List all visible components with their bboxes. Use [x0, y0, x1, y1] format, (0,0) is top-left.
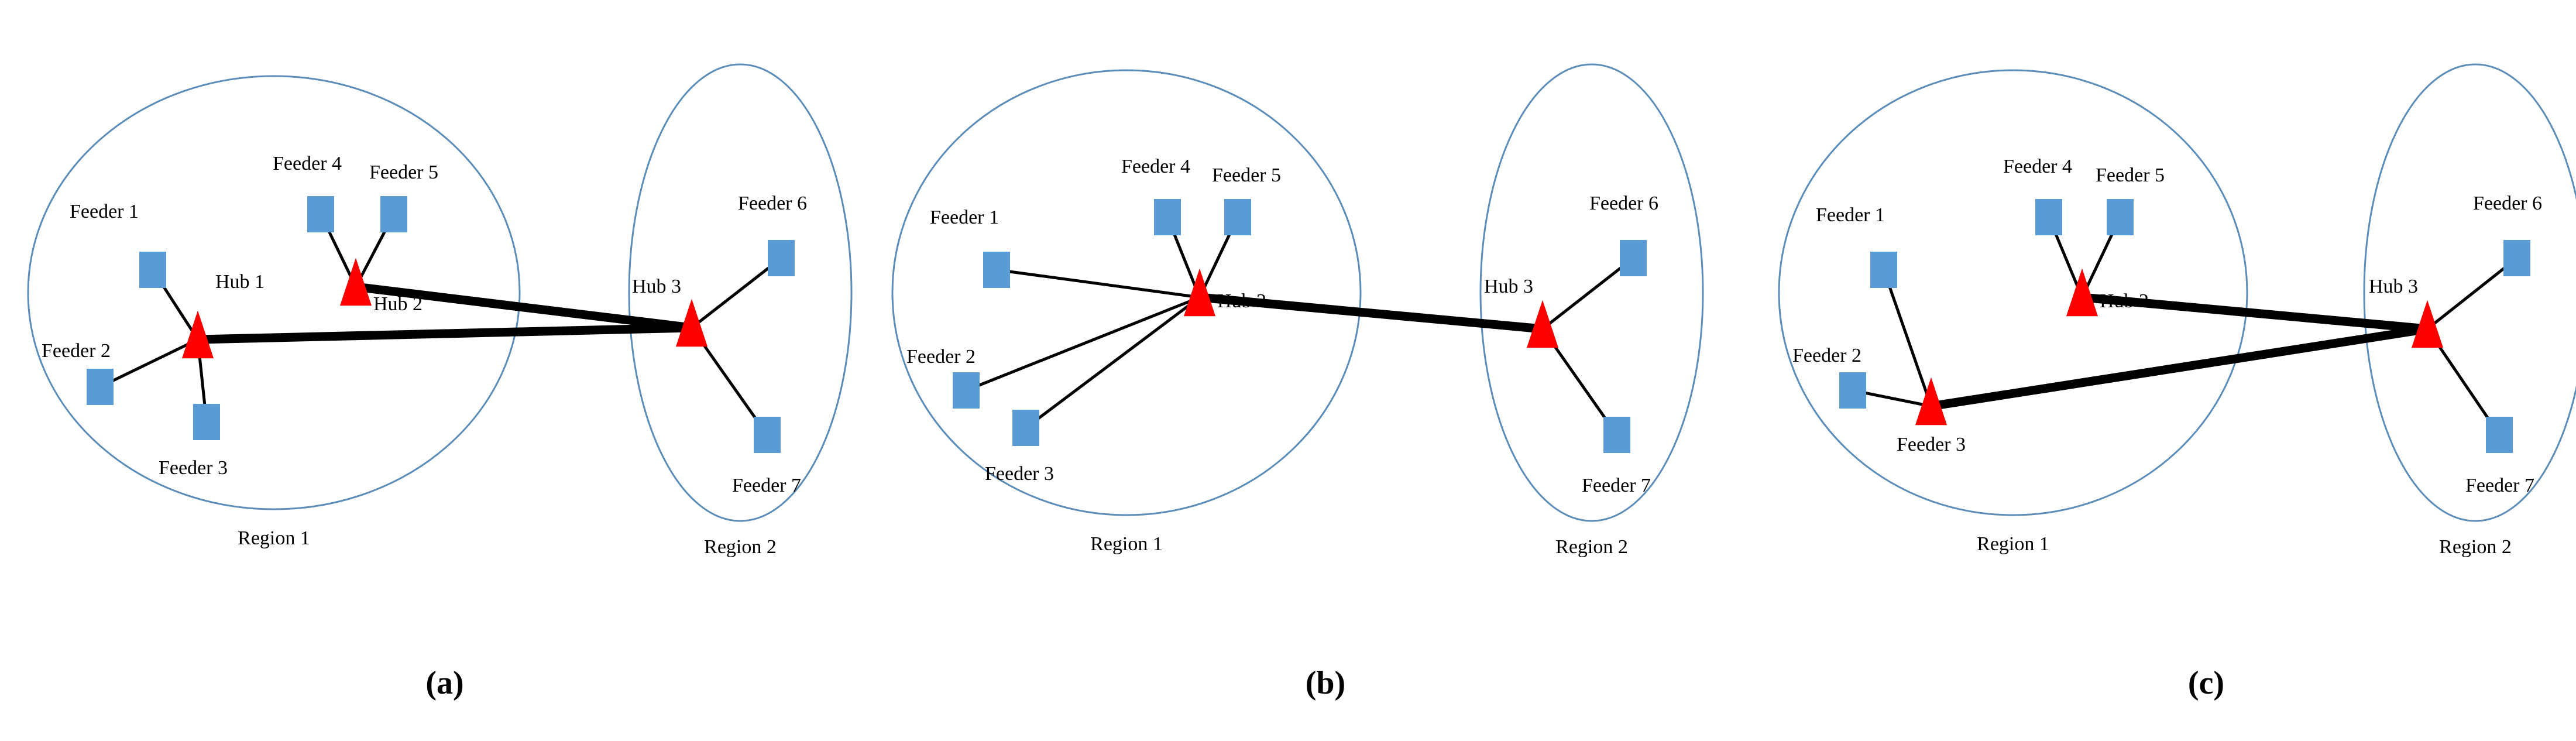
hub-triangle[interactable] — [675, 299, 708, 347]
feeder-link — [691, 257, 782, 329]
hub-label: Hub 3 — [2369, 276, 2418, 297]
feeder-label: Feeder 7 — [732, 475, 801, 496]
feeder-link — [966, 296, 1200, 392]
panel-b: Region 1 Region 2 Feeder 1 Feeder 2 Feeder 3… — [891, 63, 1704, 558]
link-layer — [1852, 216, 2518, 436]
feeder-label: Feeder 6 — [738, 193, 807, 214]
hub-label: Feeder 3 — [1897, 434, 1966, 455]
region-label: Region 2 — [2439, 536, 2512, 558]
trunk-link — [2082, 293, 2428, 334]
hub-triangle[interactable] — [1526, 300, 1559, 348]
panel-a: Region 1 Region 2 Feeder 1 Feeder 2 Feeder 3… — [27, 63, 853, 558]
region-ellipse — [891, 69, 1362, 516]
link-layer — [966, 216, 1634, 436]
region-ellipse — [1778, 69, 2248, 516]
feeder-square[interactable] — [1620, 240, 1647, 276]
feeder-label: Feeder 2 — [1792, 345, 1861, 366]
feeder-square[interactable] — [87, 369, 114, 405]
region-ellipse — [27, 75, 521, 510]
feeder-label: Feeder 5 — [1212, 164, 1281, 186]
trunk-link — [197, 323, 692, 344]
hub-label: Hub 2 — [2100, 290, 2149, 312]
feeder-label: Feeder 7 — [1582, 475, 1651, 496]
feeder-label: Feeder 5 — [2096, 164, 2165, 186]
region-ellipse — [2363, 63, 2576, 522]
hub-label: Hub 3 — [632, 276, 681, 297]
feeder-link — [1541, 257, 1634, 330]
feeder-square[interactable] — [193, 404, 220, 440]
panel-caption: (c) — [2188, 665, 2224, 701]
hub-label: Hub 2 — [1217, 290, 1266, 312]
feeder-square[interactable] — [2503, 240, 2530, 276]
feeder-square[interactable] — [139, 252, 166, 288]
hub-triangle[interactable] — [1183, 268, 1216, 317]
feeder-square[interactable] — [2107, 199, 2134, 235]
feeder-label: Feeder 7 — [2465, 475, 2534, 496]
feeder-label: Feeder 2 — [906, 346, 976, 368]
feeder-square[interactable] — [1839, 372, 1866, 409]
feeder-label: Feeder 2 — [42, 340, 111, 362]
trunk-link — [1930, 324, 2429, 411]
feeder-square[interactable] — [307, 196, 334, 232]
region-label: Region 1 — [238, 527, 310, 549]
feeder-link — [1882, 269, 1933, 407]
panel-caption: (a) — [425, 665, 463, 701]
region-label: Region 1 — [1090, 533, 1163, 555]
trunk-link — [1199, 293, 1543, 334]
region-label: Region 1 — [1977, 533, 2049, 555]
panel-c: Region 1 Region 2 Feeder 1 Feeder 2 Feeder 4… — [1778, 63, 2576, 558]
feeder-square[interactable] — [983, 252, 1010, 288]
region-ellipse — [1479, 63, 1704, 522]
feeder-label: Feeder 1 — [930, 207, 999, 228]
feeder-label: Feeder 1 — [1816, 204, 1885, 226]
feeder-square[interactable] — [754, 417, 781, 453]
feeder-label: Feeder 4 — [1121, 156, 1190, 177]
trunk-link — [355, 282, 692, 332]
feeder-label: Feeder 6 — [1589, 193, 1658, 214]
feeder-square[interactable] — [1012, 410, 1039, 446]
hub-triangle[interactable] — [2411, 300, 2444, 348]
feeder-link — [99, 338, 199, 389]
hub-label: Hub 2 — [373, 293, 423, 315]
region-label: Region 2 — [704, 536, 777, 558]
hub-triangle[interactable] — [2066, 268, 2098, 317]
feeder-square[interactable] — [768, 240, 795, 276]
feeder-square[interactable] — [2486, 417, 2513, 453]
feeder-label: Feeder 6 — [2473, 193, 2542, 214]
feeder-label: Feeder 3 — [159, 457, 228, 479]
hub-triangle[interactable] — [181, 310, 214, 359]
feeder-link — [2426, 257, 2518, 330]
feeder-link — [996, 268, 1200, 299]
feeder-label: Feeder 4 — [273, 153, 342, 174]
feeder-label: Feeder 4 — [2003, 156, 2072, 177]
feeder-square[interactable] — [1154, 199, 1181, 235]
hub-label: Hub 3 — [1484, 276, 1533, 297]
feeder-square[interactable] — [1603, 417, 1630, 453]
feeder-square[interactable] — [1224, 199, 1251, 235]
panel-caption: (b) — [1306, 665, 1345, 701]
region-ellipse — [628, 63, 853, 522]
feeder-square[interactable] — [380, 196, 407, 232]
feeder-square[interactable] — [2035, 199, 2062, 235]
feeder-link — [1025, 296, 1201, 429]
feeder-square[interactable] — [1870, 252, 1897, 288]
region-label: Region 2 — [1555, 536, 1628, 558]
feeder-label: Feeder 3 — [985, 463, 1054, 485]
feeder-label: Feeder 1 — [70, 201, 139, 222]
feeder-square[interactable] — [953, 372, 980, 409]
hub-triangle[interactable] — [1915, 377, 1948, 426]
hub-triangle[interactable] — [339, 258, 372, 306]
hub-label: Hub 1 — [215, 271, 265, 293]
feeder-label: Feeder 5 — [369, 162, 438, 183]
